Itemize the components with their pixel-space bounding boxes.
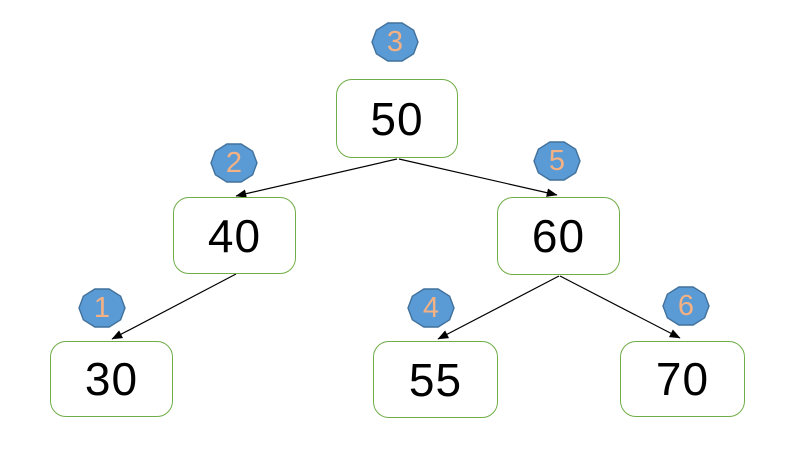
tree-node-50: 50 [336,79,458,158]
tree-node-70: 70 [620,341,745,417]
node-value: 60 [531,210,586,262]
badge-decagon-icon [662,286,710,326]
badge-decagon-icon [210,143,258,183]
badge-decagon-icon [371,22,419,62]
node-value: 40 [207,209,262,262]
badge-number: 2 [225,146,243,179]
tree-node-40: 40 [173,197,296,274]
badge-number: 6 [677,289,695,322]
tree-node-60: 60 [497,197,620,275]
edge-50-40 [235,158,398,198]
badge-decagon-icon [407,288,455,328]
node-value: 55 [408,353,463,406]
tree-node-55: 55 [373,341,498,418]
node-value: 70 [655,353,710,405]
traversal-order-badge-6: 6 [662,285,710,327]
edge-60-55 [437,275,560,340]
traversal-order-badge-1: 1 [78,287,126,329]
traversal-order-badge-3: 3 [371,21,419,63]
tree-node-30: 30 [50,341,173,417]
traversal-order-badge-4: 4 [407,287,455,329]
badge-number: 3 [386,25,404,58]
badge-decagon-icon [533,141,581,181]
badge-decagon-icon [78,288,126,328]
badge-number: 4 [422,291,440,324]
traversal-order-badge-5: 5 [533,140,581,182]
traversal-order-badge-2: 2 [210,142,258,184]
badge-number: 1 [93,291,111,324]
badge-number: 5 [548,144,566,177]
node-value: 50 [370,92,424,145]
node-value: 30 [84,353,139,405]
edge-40-30 [111,273,237,340]
